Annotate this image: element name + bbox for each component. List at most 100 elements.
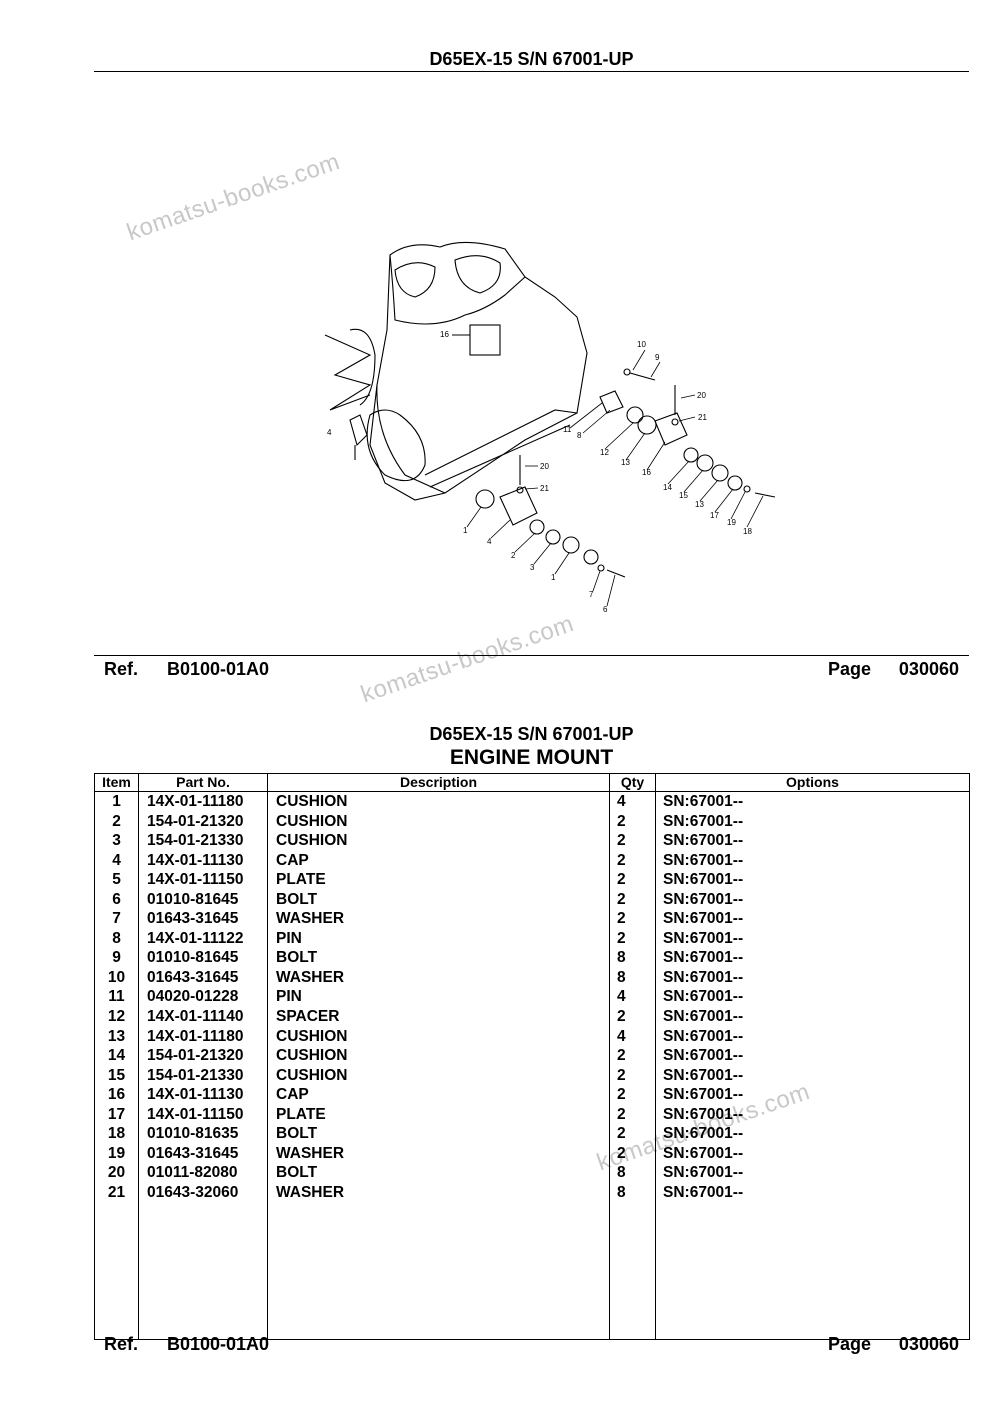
engine-cylinder-2 [454,255,501,294]
table-header-row: Item Part No. Description Qty Options [94,773,970,792]
callout: 16 [440,330,449,339]
cell-item: 14 [94,1046,139,1066]
cell-description: CUSHION [267,831,610,851]
front-plate-5 [583,549,599,565]
callout: 13 [695,500,704,509]
rear-cushion-15 [696,454,714,472]
cell-qty: 2 [609,1104,656,1125]
cell-part-no: 154-01-21320 [138,811,268,832]
callout: 21 [540,484,549,493]
cell-description: BOLT [267,948,610,968]
col-header-item: Item [94,773,139,792]
cell-item: 8 [94,928,139,949]
callout: 1 [463,526,468,535]
callout: 2 [511,551,516,560]
callout: 4 [487,537,492,546]
cell-description: CUSHION [267,1065,610,1086]
cell-description: PLATE [267,1104,610,1125]
cell-part-no: 14X-01-11140 [138,1007,268,1027]
callout: 9 [655,353,660,362]
engine-head [389,254,526,325]
cell-part-no: 14X-01-11150 [138,870,268,890]
cell-item: 5 [94,870,139,890]
section-model: D65EX-15 S/N 67001-UP [429,724,634,744]
front-bracket [349,414,368,447]
callout: 14 [663,483,672,492]
col-header-description: Description [267,773,610,792]
cell-part-no: 01011-82080 [138,1163,268,1183]
cell-options: SN:67001-- [655,1046,970,1066]
cell-part-no: 14X-01-11180 [138,791,268,812]
cell-qty: 8 [609,1163,656,1183]
cell-item: 12 [94,1007,139,1027]
cell-item: 11 [94,987,139,1008]
ref-value: B0100-01A0 [167,659,270,679]
fan-hub [349,328,376,406]
rear-cap-16 [654,412,688,446]
rear-bolt-9 [629,372,656,381]
cell-qty: 4 [609,791,656,812]
cell-description: BOLT [267,889,610,910]
engine-mount-diagram: 16 10 9 20 21 4 11 8 12 13 16 14 15 13 1… [324,241,776,614]
cell-part-no: 01643-31645 [138,967,268,988]
cell-item: 6 [94,889,139,910]
cell-description: CAP [267,850,610,871]
cell-options: SN:67001-- [655,1104,970,1125]
cell-item: 15 [94,1065,139,1086]
cell-qty: 2 [609,1085,656,1105]
cell-description: BOLT [267,1124,610,1144]
empty-cell [94,1202,139,1341]
cell-qty: 2 [609,831,656,851]
cell-options: SN:67001-- [655,850,970,871]
cell-item: 7 [94,909,139,929]
cell-item: 21 [94,1182,139,1203]
engine-cylinder-1 [394,262,436,298]
cell-description: CUSHION [267,1026,610,1047]
cell-part-no: 04020-01228 [138,987,268,1008]
cell-qty: 2 [609,870,656,890]
callout: 21 [698,413,707,422]
callout: 4 [327,428,332,437]
callout: 16 [642,468,651,477]
cell-description: CAP [267,1085,610,1105]
cell-options: SN:67001-- [655,1085,970,1105]
empty-cell [138,1202,268,1341]
callout: 7 [589,590,594,599]
front-cushion-1 [475,489,495,509]
callout: 20 [697,391,706,400]
cell-qty: 2 [609,850,656,871]
part-16-box [469,324,501,356]
callout: 13 [621,458,630,467]
engine-block-outline [369,241,588,501]
cell-item: 9 [94,948,139,968]
cell-description: WASHER [267,1182,610,1203]
callout: 6 [603,605,608,614]
cell-description: PIN [267,928,610,949]
cell-options: SN:67001-- [655,1143,970,1164]
diagram-footer-rule [94,655,969,656]
cell-options: SN:67001-- [655,1163,970,1183]
front-washer-21 [516,486,524,494]
rear-washer-21 [671,418,679,426]
callout: 3 [530,563,535,572]
cell-part-no: 14X-01-11130 [138,1085,268,1105]
cell-part-no: 01643-32060 [138,1182,268,1203]
rear-washer-10 [623,368,631,376]
callout: 8 [577,431,582,440]
cell-qty: 2 [609,1046,656,1066]
engine-frame-rail-lower [429,424,571,488]
front-cushion-2 [529,519,545,535]
cell-part-no: 154-01-21330 [138,831,268,851]
cell-part-no: 14X-01-11150 [138,1104,268,1125]
